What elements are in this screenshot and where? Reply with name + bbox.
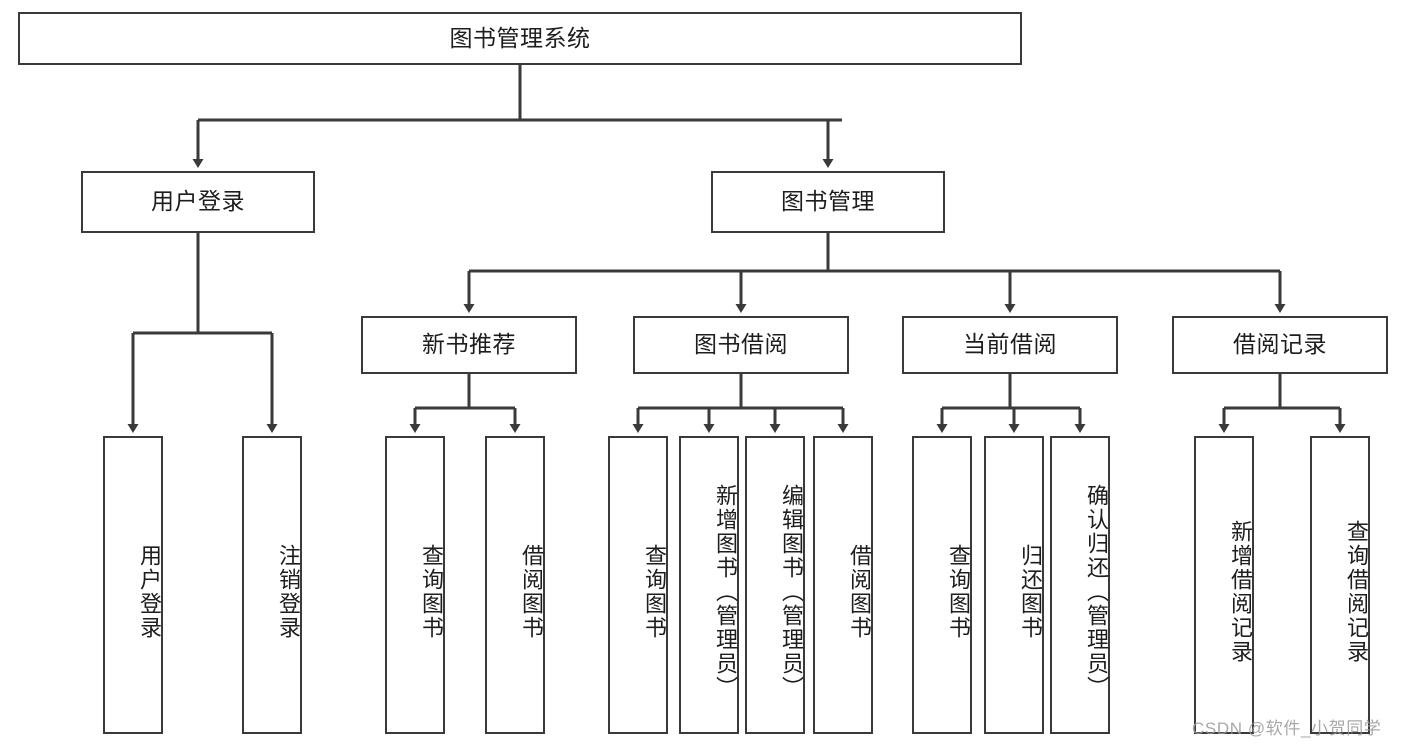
node-leaf-edit-book-label: 编辑图书（管理员） — [779, 484, 804, 700]
node-leaf-user-login-label: 用户登录 — [137, 544, 162, 640]
node-leaf-add-record-label: 新增借阅记录 — [1228, 520, 1253, 664]
node-leaf-return-book-label: 归还图书 — [1018, 544, 1043, 640]
node-new-book-recommend[interactable]: 新书推荐 — [361, 316, 577, 374]
node-leaf-query-record-label: 查询借阅记录 — [1344, 520, 1369, 664]
node-leaf-return-book[interactable]: 归还图书 — [984, 436, 1044, 734]
node-leaf-query-book-2-label: 查询图书 — [642, 544, 667, 640]
node-leaf-borrow-book-2-label: 借阅图书 — [847, 544, 872, 640]
node-leaf-query-book-1-label: 查询图书 — [419, 544, 444, 640]
node-leaf-user-logout-label: 注销登录 — [276, 544, 301, 640]
node-root[interactable]: 图书管理系统 — [18, 12, 1022, 65]
node-leaf-borrow-book-1[interactable]: 借阅图书 — [485, 436, 545, 734]
node-borrow-record[interactable]: 借阅记录 — [1172, 316, 1388, 374]
node-leaf-confirm-return-label: 确认归还（管理员） — [1084, 484, 1109, 700]
node-leaf-query-book-2[interactable]: 查询图书 — [608, 436, 668, 734]
node-leaf-add-book-label: 新增图书（管理员） — [713, 484, 738, 700]
node-leaf-add-book[interactable]: 新增图书（管理员） — [679, 436, 739, 734]
node-book-manage-label: 图书管理 — [781, 188, 875, 215]
node-new-book-recommend-label: 新书推荐 — [422, 331, 516, 358]
node-leaf-query-book-3-label: 查询图书 — [946, 544, 971, 640]
node-book-borrow-label: 图书借阅 — [694, 331, 788, 358]
node-user-login[interactable]: 用户登录 — [81, 171, 315, 233]
node-leaf-edit-book[interactable]: 编辑图书（管理员） — [745, 436, 805, 734]
node-leaf-user-logout[interactable]: 注销登录 — [242, 436, 302, 734]
node-leaf-confirm-return[interactable]: 确认归还（管理员） — [1050, 436, 1110, 734]
node-book-borrow[interactable]: 图书借阅 — [633, 316, 849, 374]
node-leaf-query-book-1[interactable]: 查询图书 — [385, 436, 445, 734]
node-leaf-borrow-book-2[interactable]: 借阅图书 — [813, 436, 873, 734]
csdn-watermark: CSDN @软件_小贺同学 — [1192, 719, 1382, 738]
node-leaf-query-book-3[interactable]: 查询图书 — [912, 436, 972, 734]
node-current-borrow[interactable]: 当前借阅 — [902, 316, 1118, 374]
node-user-login-label: 用户登录 — [151, 188, 245, 215]
node-leaf-add-record[interactable]: 新增借阅记录 — [1194, 436, 1254, 734]
node-book-manage[interactable]: 图书管理 — [711, 171, 945, 233]
node-current-borrow-label: 当前借阅 — [963, 331, 1057, 358]
node-borrow-record-label: 借阅记录 — [1233, 331, 1327, 358]
node-leaf-query-record[interactable]: 查询借阅记录 — [1310, 436, 1370, 734]
node-leaf-borrow-book-1-label: 借阅图书 — [519, 544, 544, 640]
node-root-label: 图书管理系统 — [449, 24, 591, 51]
node-leaf-user-login[interactable]: 用户登录 — [103, 436, 163, 734]
